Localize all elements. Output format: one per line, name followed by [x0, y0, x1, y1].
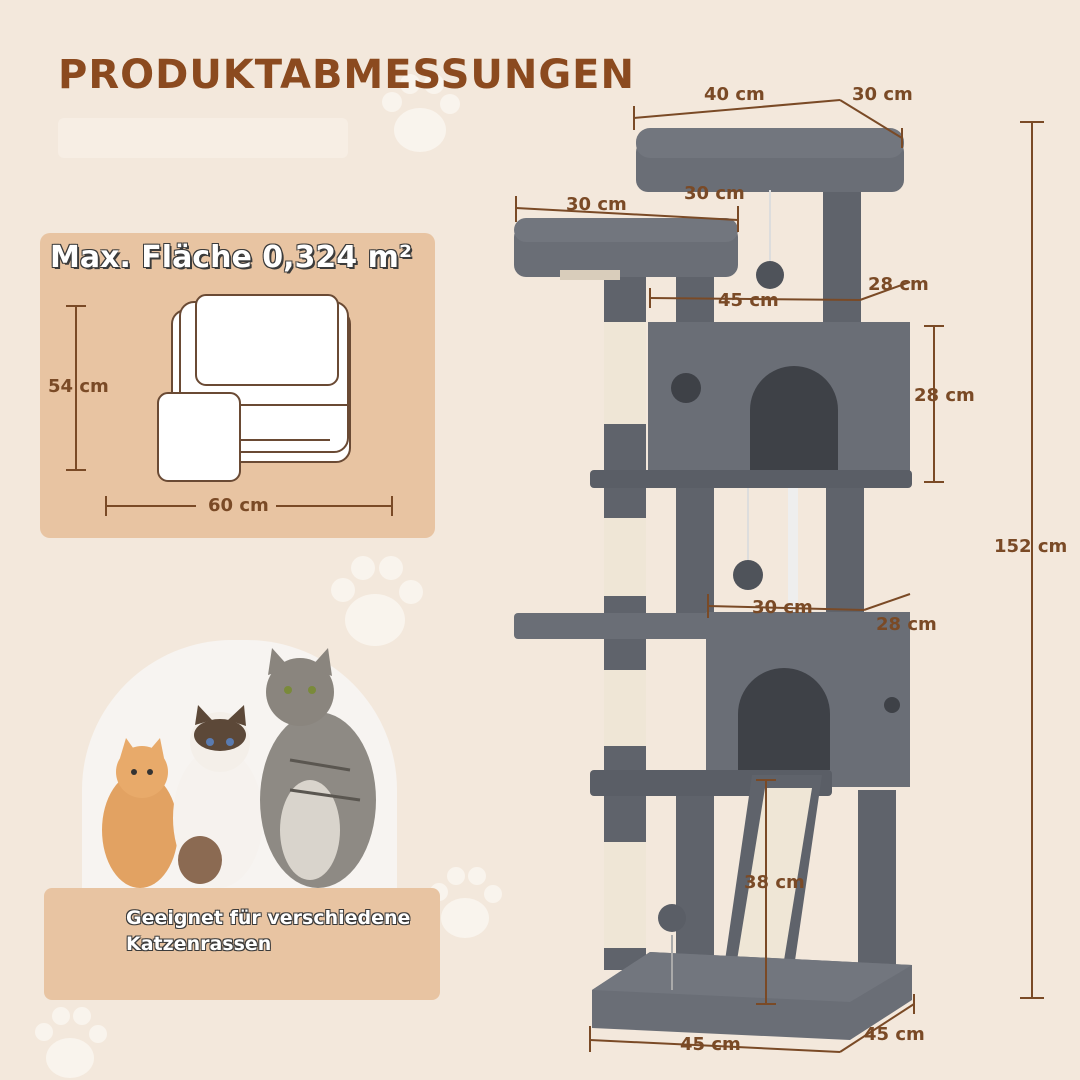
- dim-left-platform-depth: 30 cm: [684, 183, 745, 204]
- dim-upper-box-depth: 28 cm: [868, 274, 929, 295]
- cat-maine-coon-icon: [260, 648, 376, 888]
- caption-line-2: Katzenrassen: [126, 932, 272, 955]
- scratch-ramp: [720, 775, 822, 995]
- dim-upper-box-width: 45 cm: [718, 290, 779, 311]
- cat-ragdoll-icon: [173, 705, 263, 888]
- footprint-outline: [157, 294, 351, 482]
- cat-orange-icon: [102, 738, 178, 888]
- post-upper-middle: [676, 275, 714, 330]
- dim-upper-box-height: 28 cm: [914, 385, 975, 406]
- post-top-right: [823, 185, 861, 325]
- post-lower-right: [858, 790, 896, 965]
- title-underline-bar: [58, 118, 348, 158]
- upper-house: [590, 322, 912, 488]
- cat-breeds-caption: Geeignet für verschiedene Katzenrassen: [126, 906, 410, 957]
- left-platform: [514, 218, 738, 280]
- paw-icon: [382, 74, 460, 152]
- dim-top-width: 40 cm: [704, 84, 765, 105]
- top-bed: [636, 128, 904, 192]
- dim-ramp-length: 38 cm: [744, 872, 805, 893]
- area-width-label: 60 cm: [208, 495, 269, 516]
- hanging-ball-icon: [756, 261, 784, 289]
- dim-lower-box-depth: 28 cm: [876, 614, 937, 635]
- lower-house: [590, 612, 910, 796]
- page-title: PRODUKTABMESSUNGEN: [58, 52, 635, 98]
- paw-icon: [331, 556, 423, 646]
- dim-base-depth: 45 cm: [864, 1024, 925, 1045]
- hanging-ball-icon: [733, 560, 763, 590]
- dim-lower-box-width: 30 cm: [752, 597, 813, 618]
- dim-left-platform-width: 30 cm: [566, 194, 627, 215]
- post-lower-left: [676, 790, 714, 965]
- area-panel-title: Max. Fläche 0,324 m²: [50, 240, 412, 275]
- area-height-label: 54 cm: [48, 376, 109, 397]
- dim-top-depth: 30 cm: [852, 84, 913, 105]
- dim-total-height: 152 cm: [994, 536, 1068, 557]
- hanging-ball-icon: [658, 904, 686, 932]
- dim-base-width: 45 cm: [680, 1034, 741, 1055]
- post-middle-right: [826, 485, 864, 625]
- paw-icon: [35, 1007, 107, 1078]
- caption-line-1: Geeignet für verschiedene: [126, 907, 411, 929]
- middle-shelf: [514, 613, 724, 639]
- paw-icon: [430, 867, 502, 938]
- caption-panel: [44, 888, 440, 1000]
